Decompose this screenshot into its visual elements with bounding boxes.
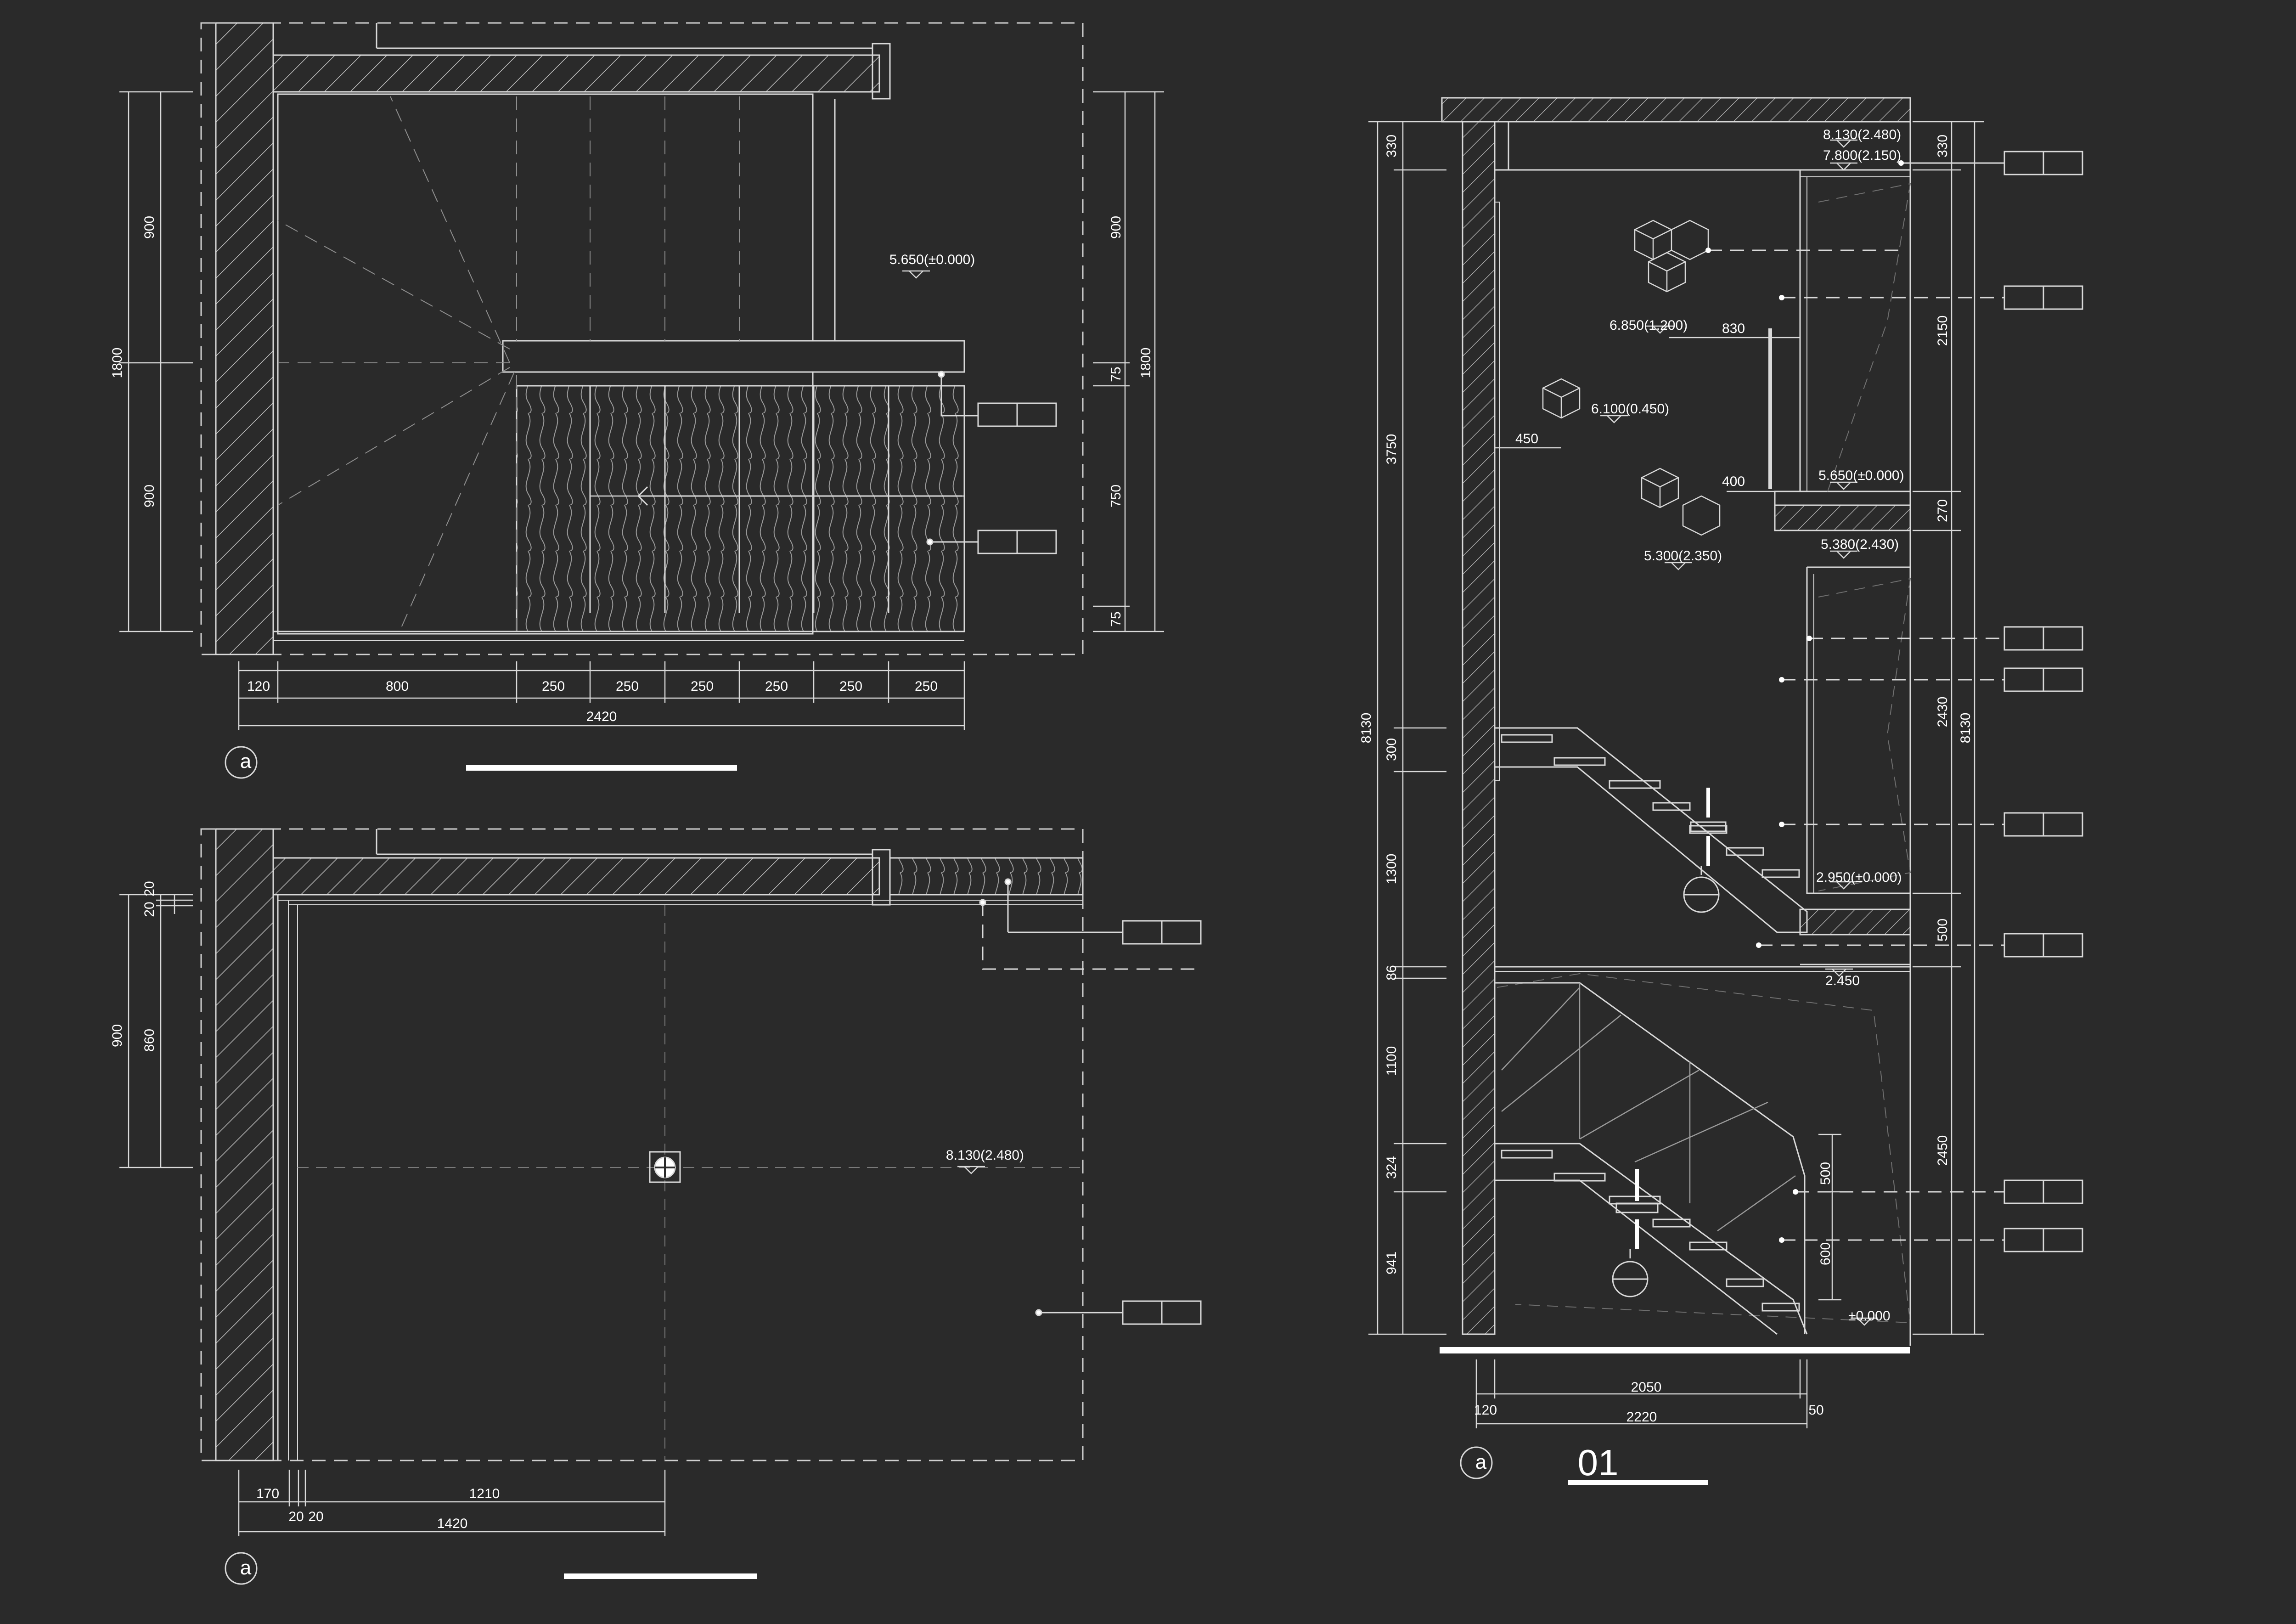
section-dimension-lines	[1368, 121, 1984, 1428]
plan-upper-left-wall	[215, 22, 274, 655]
plan-upper-dim-bottom-4: 250	[691, 679, 714, 694]
section-dim-right-2: 270	[1935, 499, 1950, 522]
plan-lower-left-wall	[215, 828, 274, 1461]
plan-lower	[119, 828, 1202, 1585]
plan-lower-dim-left-2: 860	[142, 1029, 157, 1052]
section-dim-right-4: 500	[1935, 919, 1950, 942]
section-upper-stair	[1495, 727, 1808, 933]
plan-upper-dimension-lines	[119, 91, 1164, 730]
plan-upper-dim-bottom-1: 800	[386, 679, 409, 694]
plan-upper	[119, 22, 1164, 779]
section-level-1: 7.800(2.150)	[1823, 148, 1901, 163]
plan-lower-dim-bottom-3: 1210	[469, 1486, 500, 1501]
plan-upper-section-circle	[225, 746, 258, 779]
section-dim-left-7: 941	[1384, 1252, 1399, 1274]
plan-upper-dim-bottom-3: 250	[616, 679, 639, 694]
plan-upper-dim-total: 2420	[586, 709, 617, 724]
plan-lower-dimension-lines	[119, 894, 666, 1536]
plan-lower-dim-bottom-0: 170	[256, 1486, 279, 1501]
plan-upper-level-label: 5.650(±0.000)	[889, 252, 975, 267]
plan-lower-wood-beam	[889, 857, 1084, 896]
section-level-markers	[1600, 139, 1878, 1326]
section-dim-right-0: 330	[1935, 135, 1950, 158]
section-dim-bottom-0: 2050	[1631, 1380, 1662, 1395]
section-roof-slab	[1441, 97, 1911, 123]
plan-upper-top-wall	[272, 54, 880, 93]
plan-lower-frame	[200, 828, 1084, 1461]
section-level-0: 8.130(2.480)	[1823, 127, 1901, 142]
section-level-8: 2.450	[1825, 973, 1860, 988]
section-marker: a	[1475, 1451, 1487, 1473]
section-dim-left-2: 300	[1384, 738, 1399, 761]
section-dim-left-0: 330	[1384, 135, 1399, 158]
plan-upper-section-marker: a	[240, 750, 252, 773]
plan-upper-material-tags	[930, 374, 1057, 554]
section-dim-left-3: 1300	[1384, 854, 1399, 885]
section-dim-bottom-2: 120	[1474, 1403, 1497, 1418]
section-dim-right-5: 2450	[1935, 1135, 1950, 1166]
section-left-wall	[1462, 121, 1496, 1335]
section-dim-misc-3: 500	[1818, 1162, 1833, 1185]
plan-lower-dim-bottom-1: 20	[288, 1509, 304, 1524]
plan-lower-dim-left-0: 20	[142, 881, 157, 896]
section-title: 01	[1578, 1442, 1619, 1483]
plan-lower-dim-left-total: 900	[110, 1024, 125, 1047]
plan-lower-top-wall	[272, 857, 880, 896]
section-dim-misc-2: 400	[1722, 474, 1745, 489]
plan-lower-dim-left-1: 20	[142, 902, 157, 917]
plan-lower-material-tags	[982, 882, 1202, 1325]
plan-upper-dim-bottom-6: 250	[839, 679, 862, 694]
plan-lower-dim-bottom-2: 20	[308, 1509, 323, 1524]
plan-lower-section-marker: a	[240, 1556, 252, 1579]
section-level-5: 5.380(2.430)	[1821, 537, 1899, 552]
section-level-3: 6.100(0.450)	[1591, 401, 1669, 417]
section-dim-misc-1: 450	[1515, 431, 1538, 446]
section-dim-bottom-3: 50	[1808, 1403, 1823, 1418]
plan-upper-dim-bottom-0: 120	[247, 679, 270, 694]
plan-lower-level-label: 8.130(2.480)	[946, 1148, 1024, 1163]
section-level-6: 5.300(2.350)	[1644, 548, 1722, 564]
section-dim-misc-0: 830	[1722, 321, 1745, 336]
plan-upper-stair-flight	[516, 385, 965, 632]
plan-upper-dim-right-1: 75	[1109, 367, 1124, 382]
plan-upper-handrail	[502, 340, 965, 373]
section-dim-misc-4: 600	[1818, 1242, 1833, 1265]
section-lower-stair	[1495, 982, 1806, 1334]
plan-upper-dim-bottom-7: 250	[915, 679, 938, 694]
plan-upper-dim-bottom-2: 250	[542, 679, 565, 694]
section-01	[1368, 97, 2083, 1485]
section-level-7: 2.950(±0.000)	[1816, 870, 1902, 885]
plan-upper-dim-left-0: 900	[142, 216, 157, 239]
section-lower-stair-lamp	[1612, 1169, 1659, 1297]
section-dim-bottom-1: 2220	[1626, 1410, 1657, 1425]
section-dim-left-6: 324	[1384, 1156, 1399, 1179]
section-dim-left-5: 1100	[1384, 1046, 1399, 1076]
section-dim-left-total: 8130	[1359, 713, 1374, 744]
section-a-circle	[1460, 1446, 1493, 1479]
plan-upper-dim-right-0: 900	[1109, 216, 1124, 239]
section-dim-left-1: 3750	[1384, 434, 1399, 465]
plan-upper-dim-bottom-5: 250	[765, 679, 788, 694]
section-level-4: 5.650(±0.000)	[1818, 468, 1904, 483]
plan-upper-dim-right-total: 1800	[1138, 348, 1154, 378]
section-dim-left-4: 86	[1384, 965, 1399, 980]
section-material-tags	[1708, 151, 2083, 1252]
plan-upper-dim-left-total: 1800	[110, 348, 125, 378]
plan-lower-dim-total: 1420	[437, 1516, 468, 1531]
section-cube-decor	[1542, 220, 1721, 536]
section-dim-right-total: 8130	[1958, 713, 1973, 744]
section-dim-right-1: 2150	[1935, 316, 1950, 346]
plan-upper-dim-left-1: 900	[142, 485, 157, 508]
section-level-2: 6.850(1.200)	[1609, 318, 1688, 333]
plan-upper-frame	[200, 22, 1084, 655]
plan-upper-dim-right-3: 75	[1109, 611, 1124, 626]
plan-lower-section-circle	[225, 1552, 258, 1585]
plan-upper-dim-right-2: 750	[1109, 485, 1124, 508]
section-level-9: ±0.000	[1848, 1308, 1891, 1324]
section-dim-right-3: 2430	[1935, 697, 1950, 727]
plan-lower-light-fixture	[649, 1151, 681, 1183]
section-upper-stair-lamp	[1683, 788, 1727, 913]
